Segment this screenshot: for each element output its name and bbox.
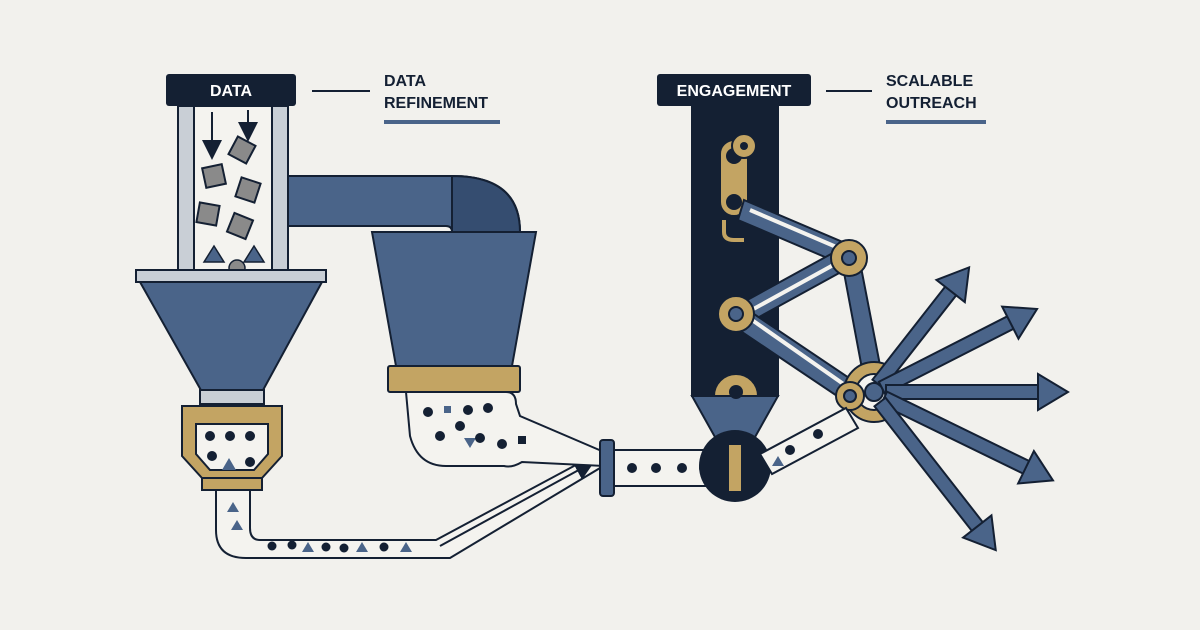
chute-dot-3 [483, 403, 493, 413]
feed-dot-1 [627, 463, 637, 473]
chute-dot-4 [435, 431, 445, 441]
raw-block-4 [195, 201, 221, 227]
refinement-funnel [138, 281, 324, 491]
flow-triangle-4 [356, 542, 368, 552]
secondary-funnel-collar [387, 365, 521, 393]
filter-triangle-1 [222, 458, 236, 470]
raw-block-1 [227, 135, 257, 165]
filter-dot-2 [225, 431, 235, 441]
outreach-conveyor [758, 406, 860, 476]
feed-dot-2 [651, 463, 661, 473]
secondary-outlet-chute [404, 391, 605, 468]
filter-dot-5 [245, 457, 255, 467]
data-tag-text: DATA [210, 83, 253, 100]
filter-dot-1 [205, 431, 215, 441]
gear-icon [835, 381, 865, 411]
outreach-line-1: SCALABLE [886, 73, 973, 90]
chute-dot-1 [423, 407, 433, 417]
raw-block-2 [200, 162, 228, 190]
column-base [135, 269, 327, 283]
chute-triangle-1 [464, 438, 476, 448]
secondary-funnel [370, 231, 605, 468]
outreach-underline [886, 120, 986, 124]
flow-dot-5 [379, 542, 389, 552]
conveyor-direction-arrow [439, 461, 595, 547]
engine-gate [727, 443, 743, 493]
refinement-underline [384, 120, 500, 124]
flow-dot-1 [267, 541, 277, 551]
engagement-tag-text: ENGAGEMENT [677, 83, 792, 100]
engagement-tag-box [657, 74, 811, 106]
filter-window [195, 423, 269, 471]
raw-block-5 [225, 211, 255, 241]
chute-square-2 [518, 436, 526, 444]
flow-dot-3 [321, 542, 331, 552]
gear-icon [731, 133, 757, 159]
half-gear-hub [729, 385, 743, 399]
arrow-icon [873, 396, 997, 552]
input-column [135, 105, 327, 283]
out-triangle-1 [772, 456, 784, 466]
upper-duct [287, 174, 522, 233]
flow-triangle-5 [400, 542, 412, 552]
column-rail-left [177, 105, 195, 271]
flow-dot-2 [287, 540, 297, 550]
chute-dot-6 [475, 433, 485, 443]
feed-dot-3 [677, 463, 687, 473]
arrow-icon [871, 265, 971, 390]
duct-elbow [451, 174, 522, 233]
gear-icon [830, 239, 868, 277]
outreach-line-2: OUTREACH [886, 95, 977, 112]
arm-lower-slot [750, 318, 854, 392]
out-dot-2 [813, 429, 823, 439]
funnel-cone [138, 281, 324, 393]
chain-hook [722, 220, 744, 242]
raw-triangle-1 [202, 244, 226, 263]
lower-conveyor [215, 450, 601, 559]
chain-pin-bottom [726, 194, 742, 210]
column-rail-right [271, 105, 289, 271]
chute-dot-5 [455, 421, 465, 431]
filter-dot-3 [245, 431, 255, 441]
funnel-neck [199, 389, 265, 405]
label-engagement-group: ENGAGEMENT SCALABLE OUTREACH [657, 73, 986, 124]
flow-triangle-3 [302, 542, 314, 552]
flow-dot-4 [339, 543, 349, 553]
chute-dot-2 [463, 405, 473, 415]
filter-dot-4 [207, 451, 217, 461]
pipe-flange [599, 439, 615, 497]
outreach-belt [758, 406, 860, 476]
arrow-icon [877, 305, 1039, 396]
chute-square-1 [444, 406, 451, 413]
label-data-group: DATA DATA REFINEMENT [166, 73, 500, 124]
raw-triangle-2 [242, 244, 266, 263]
outreach-arrows [871, 265, 1070, 552]
chute-dot-7 [497, 439, 507, 449]
out-dot-1 [785, 445, 795, 455]
arrow-icon [885, 372, 1070, 412]
flow-triangle-1 [227, 502, 239, 512]
refinement-line-2: REFINEMENT [384, 95, 488, 112]
refinement-line-1: DATA [384, 73, 427, 90]
gear-icon [717, 295, 755, 333]
secondary-funnel-body [370, 231, 538, 367]
data-tag-box [166, 74, 296, 106]
raw-block-3 [234, 176, 262, 204]
filter-outlet [201, 477, 263, 491]
flow-triangle-2 [231, 520, 243, 530]
